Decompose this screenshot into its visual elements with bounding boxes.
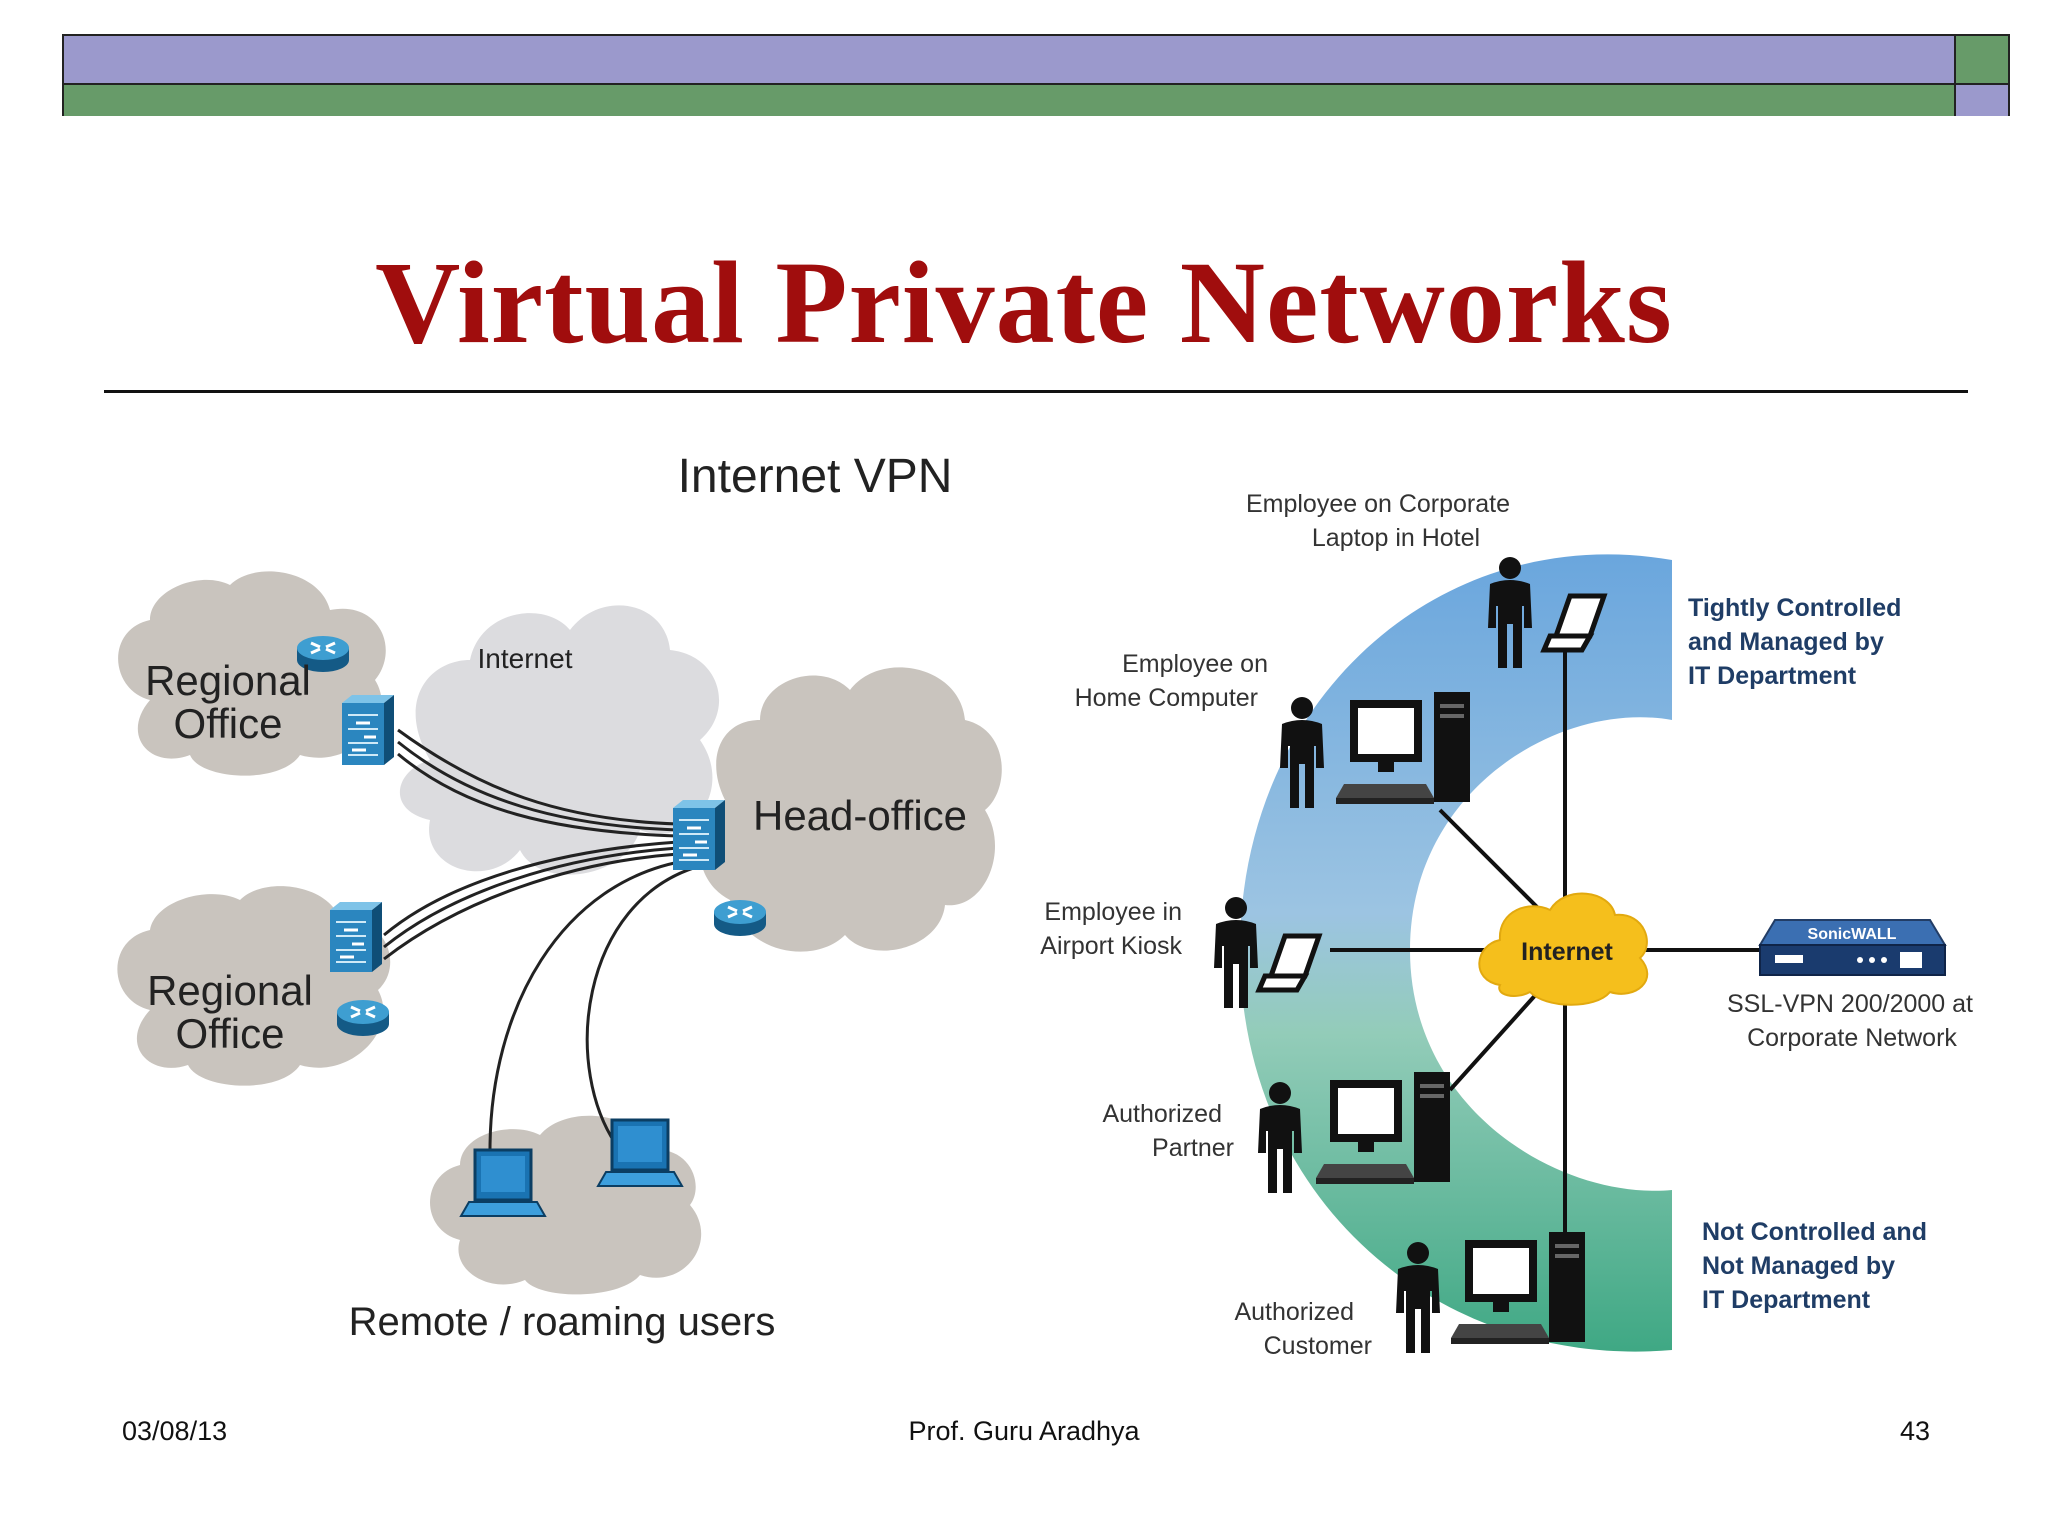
header-band-green: [64, 85, 1956, 116]
regional-office-1-firewall-icon: [340, 693, 396, 767]
ssl-vpn-diagram: Internet SonicWALL Employee on Corporate…: [1040, 490, 1973, 1360]
internet-label: Internet: [478, 643, 573, 674]
head-office-router-icon: [712, 898, 768, 938]
airport-employee-label-line1: Employee in: [1044, 898, 1182, 926]
partner-computer-icon: [1316, 1072, 1450, 1184]
remote-users-label: Remote / roaming users: [349, 1300, 776, 1344]
sonicwall-appliance-icon: [1758, 919, 1947, 976]
header-band-purple: [64, 36, 1956, 85]
title-divider: [104, 390, 1968, 393]
slide-title: Virtual Private Networks: [375, 237, 1673, 368]
regional-office-2-label-line2: Office: [176, 1010, 285, 1057]
internet-cloud-right: [1478, 892, 1649, 1006]
footer-page-number: 43: [1899, 1416, 1930, 1446]
regional-office-2-firewall-icon: [328, 900, 384, 974]
head-office-cloud: [699, 667, 1002, 952]
appliance-caption-line2: Corporate Network: [1747, 1024, 1957, 1052]
controlled-note-line2: and Managed by: [1688, 628, 1884, 656]
sonicwall-brand-label: SonicWALL: [1808, 926, 1897, 943]
remote-laptop-1-icon: [459, 1148, 547, 1218]
home-employee-label-line1: Employee on: [1122, 650, 1268, 678]
internet-cloud: [399, 605, 720, 875]
header-square-green: [1956, 36, 2008, 85]
hotel-employee-label-line2: Laptop in Hotel: [1312, 524, 1480, 552]
vpn-tunnel-lines: [383, 728, 701, 1151]
footer-date: 03/08/13: [122, 1416, 228, 1446]
access-arc: [1240, 554, 1672, 1352]
customer-label-line2: Customer: [1264, 1332, 1372, 1360]
partner-label-line2: Partner: [1152, 1134, 1234, 1162]
footer-author: Prof. Guru Aradhya: [908, 1416, 1140, 1446]
regional-office-2-cloud: [117, 886, 391, 1086]
controlled-note-line1: Tightly Controlled: [1688, 594, 1901, 622]
remote-laptop-2-icon: [596, 1118, 684, 1188]
internet-label-right: Internet: [1521, 938, 1613, 966]
partner-label-line1: Authorized: [1102, 1100, 1222, 1128]
customer-computer-icon: [1451, 1232, 1585, 1344]
internet-vpn-diagram: Internet VPN Internet: [117, 450, 1002, 1344]
home-computer-icon: [1336, 692, 1470, 804]
airport-employee-label-line2: Airport Kiosk: [1040, 932, 1182, 960]
regional-office-2-label-line1: Regional: [147, 967, 313, 1014]
controlled-note-line3: IT Department: [1688, 662, 1857, 690]
head-office-label: Head-office: [753, 792, 967, 839]
head-office-firewall-icon: [671, 798, 727, 872]
header-bars: [62, 34, 2010, 116]
regional-office-1-label-line2: Office: [174, 700, 283, 747]
regional-office-1-label-line1: Regional: [145, 657, 311, 704]
uncontrolled-note-line3: IT Department: [1702, 1286, 1871, 1314]
hotel-employee-label-line1: Employee on Corporate: [1246, 490, 1510, 518]
appliance-caption-line1: SSL-VPN 200/2000 at: [1727, 990, 1973, 1018]
header-square-purple: [1956, 85, 2008, 116]
regional-office-1-cloud: [118, 571, 386, 776]
internet-vpn-title: Internet VPN: [678, 450, 953, 503]
home-employee-label-line2: Home Computer: [1075, 684, 1258, 712]
customer-label-line1: Authorized: [1234, 1298, 1354, 1326]
uncontrolled-note-line1: Not Controlled and: [1702, 1218, 1927, 1246]
regional-office-2-router-icon: [335, 998, 391, 1038]
uncontrolled-note-line2: Not Managed by: [1702, 1252, 1895, 1280]
